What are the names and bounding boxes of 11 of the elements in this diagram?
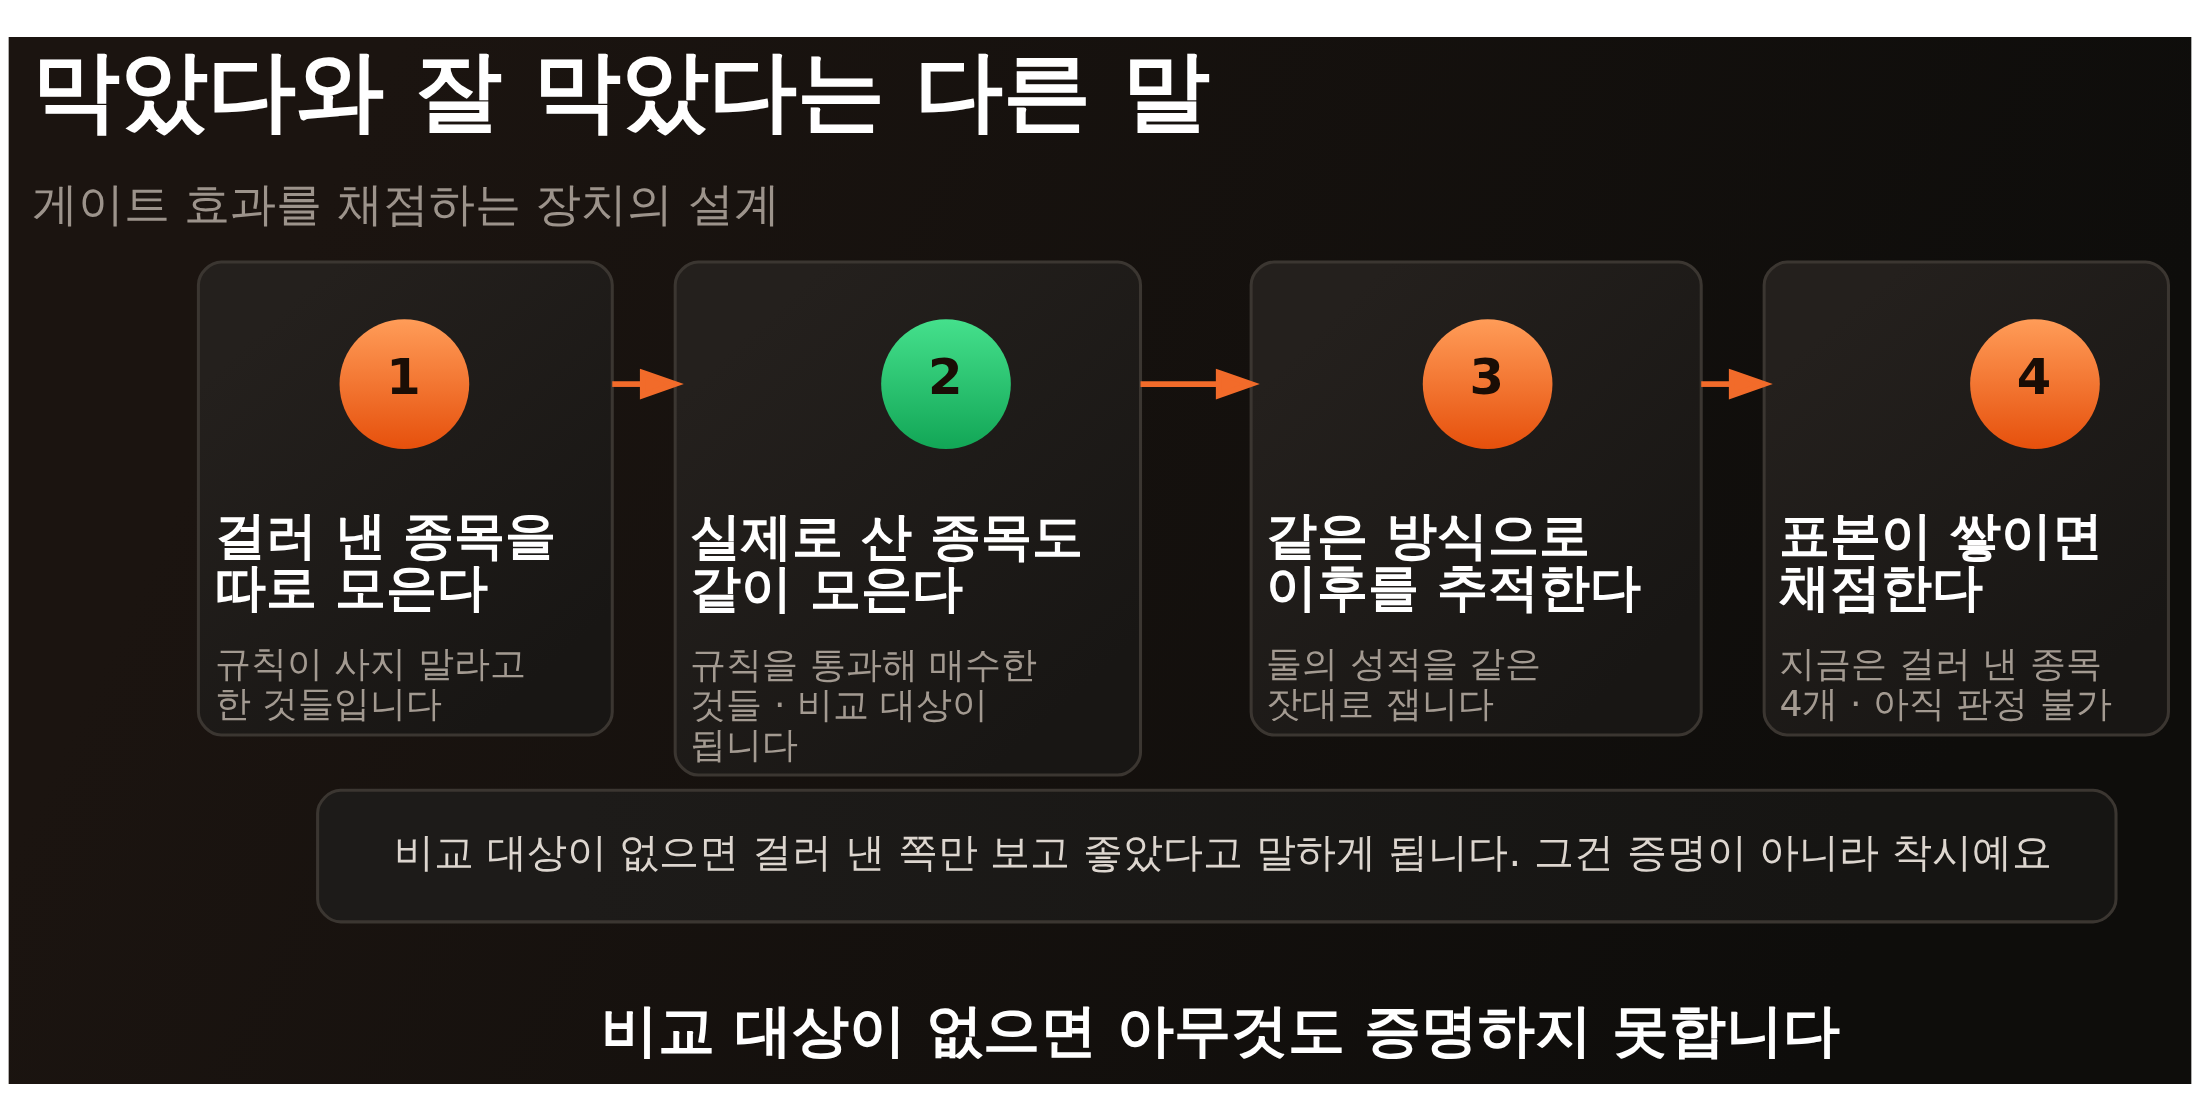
node-circle: 1 [339, 318, 470, 449]
arrow [1140, 368, 1260, 399]
label: 게이트 효과를 채점하는 장치의 설계 [31, 177, 780, 231]
caption: 비교 대상이 없으면 아무것도 증명하지 못합니다 [600, 996, 1841, 1063]
arrow [1701, 368, 1773, 399]
node-circle: 4 [1970, 318, 2100, 449]
arrow [612, 368, 684, 399]
diagram-title: 막았다와 잘 막았다는 다른 말 [31, 39, 1210, 142]
node-circle: 2 [881, 318, 1011, 449]
node-circle: 3 [1422, 318, 1553, 449]
node-box: 비교 대상이 없으면 걸러 낸 쪽만 보고 좋았다고 말하게 됩니다. 그건 증명이 아니라 착시예요 [316, 788, 2118, 923]
